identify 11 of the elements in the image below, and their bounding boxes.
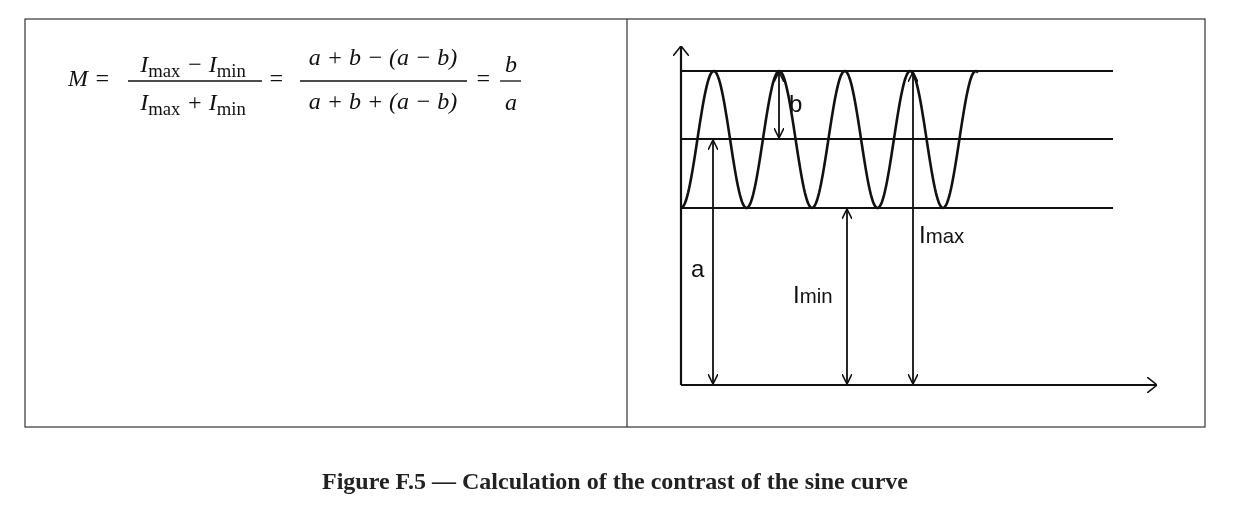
- formula-denominator: I$_{max}$ + I$_{min}$: [140, 90, 246, 119]
- formula-numerator: a + b − (a − b): [308, 45, 458, 69]
- formula-numerator: b: [505, 52, 517, 76]
- formula-text: M =: [68, 66, 111, 90]
- figure-caption: Figure F.5 — Calculation of the contrast of the sine curve: [321, 468, 909, 495]
- formula-denominator: a: [505, 90, 517, 114]
- formula-text: =: [475, 66, 492, 90]
- formula-numerator: I$_{max}$ − I$_{min}$: [140, 52, 246, 81]
- formula-denominator: a + b + (a − b): [308, 89, 458, 113]
- dimension-label: a: [691, 257, 705, 281]
- formula-text: =: [268, 66, 285, 90]
